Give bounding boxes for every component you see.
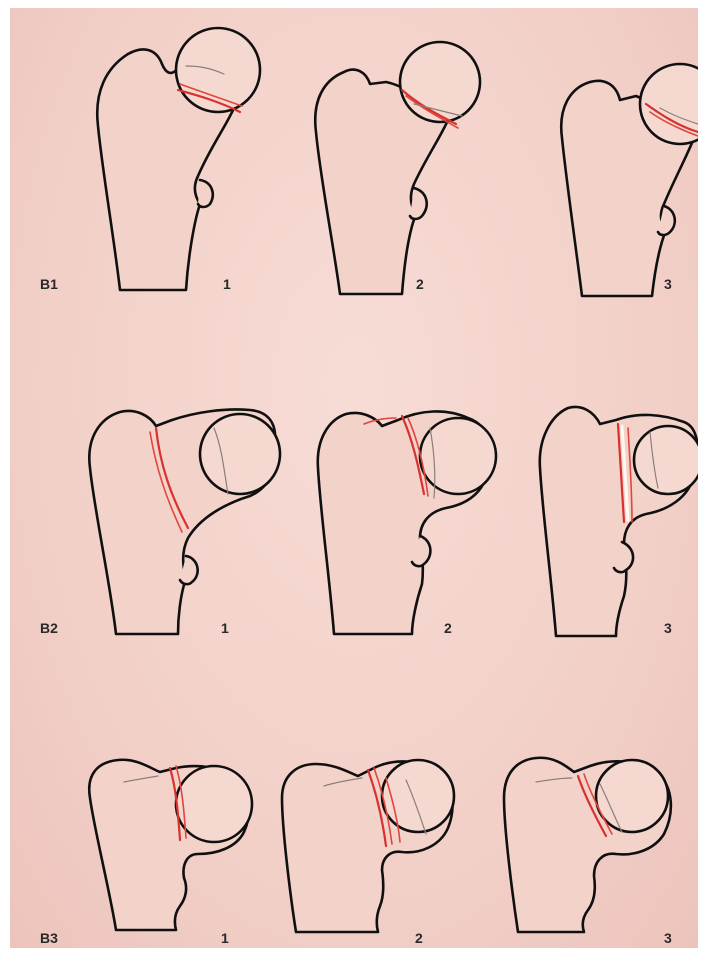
subtype-label-b2-3: 3 xyxy=(664,620,672,636)
diagram-b3-2 xyxy=(282,760,454,932)
subtype-label-b2-1: 1 xyxy=(221,620,229,636)
subtype-label-b1-2: 2 xyxy=(416,276,424,292)
subtype-label-b1-3: 3 xyxy=(664,276,672,292)
diagram-b2-3 xyxy=(540,407,698,636)
diagram-b1-2 xyxy=(315,42,480,294)
group-label-b3: B3 xyxy=(40,930,58,946)
diagram-b3-1 xyxy=(89,760,252,930)
figure-page: B1 1 2 3 B2 1 2 3 B3 1 2 3 xyxy=(10,8,698,948)
group-label-b1: B1 xyxy=(40,276,58,292)
subtype-label-b3-3: 3 xyxy=(664,930,672,946)
diagram-b3-3 xyxy=(504,758,671,932)
group-label-b2: B2 xyxy=(40,620,58,636)
subtype-label-b3-1: 1 xyxy=(221,930,229,946)
fracture-classification-figure xyxy=(10,8,698,948)
subtype-label-b2-2: 2 xyxy=(444,620,452,636)
diagram-b2-2 xyxy=(318,411,496,634)
diagram-b1-3 xyxy=(561,64,698,296)
diagram-b1-1 xyxy=(97,28,260,290)
subtype-label-b1-1: 1 xyxy=(223,276,231,292)
subtype-label-b3-2: 2 xyxy=(415,930,423,946)
diagram-b2-1 xyxy=(89,409,280,634)
